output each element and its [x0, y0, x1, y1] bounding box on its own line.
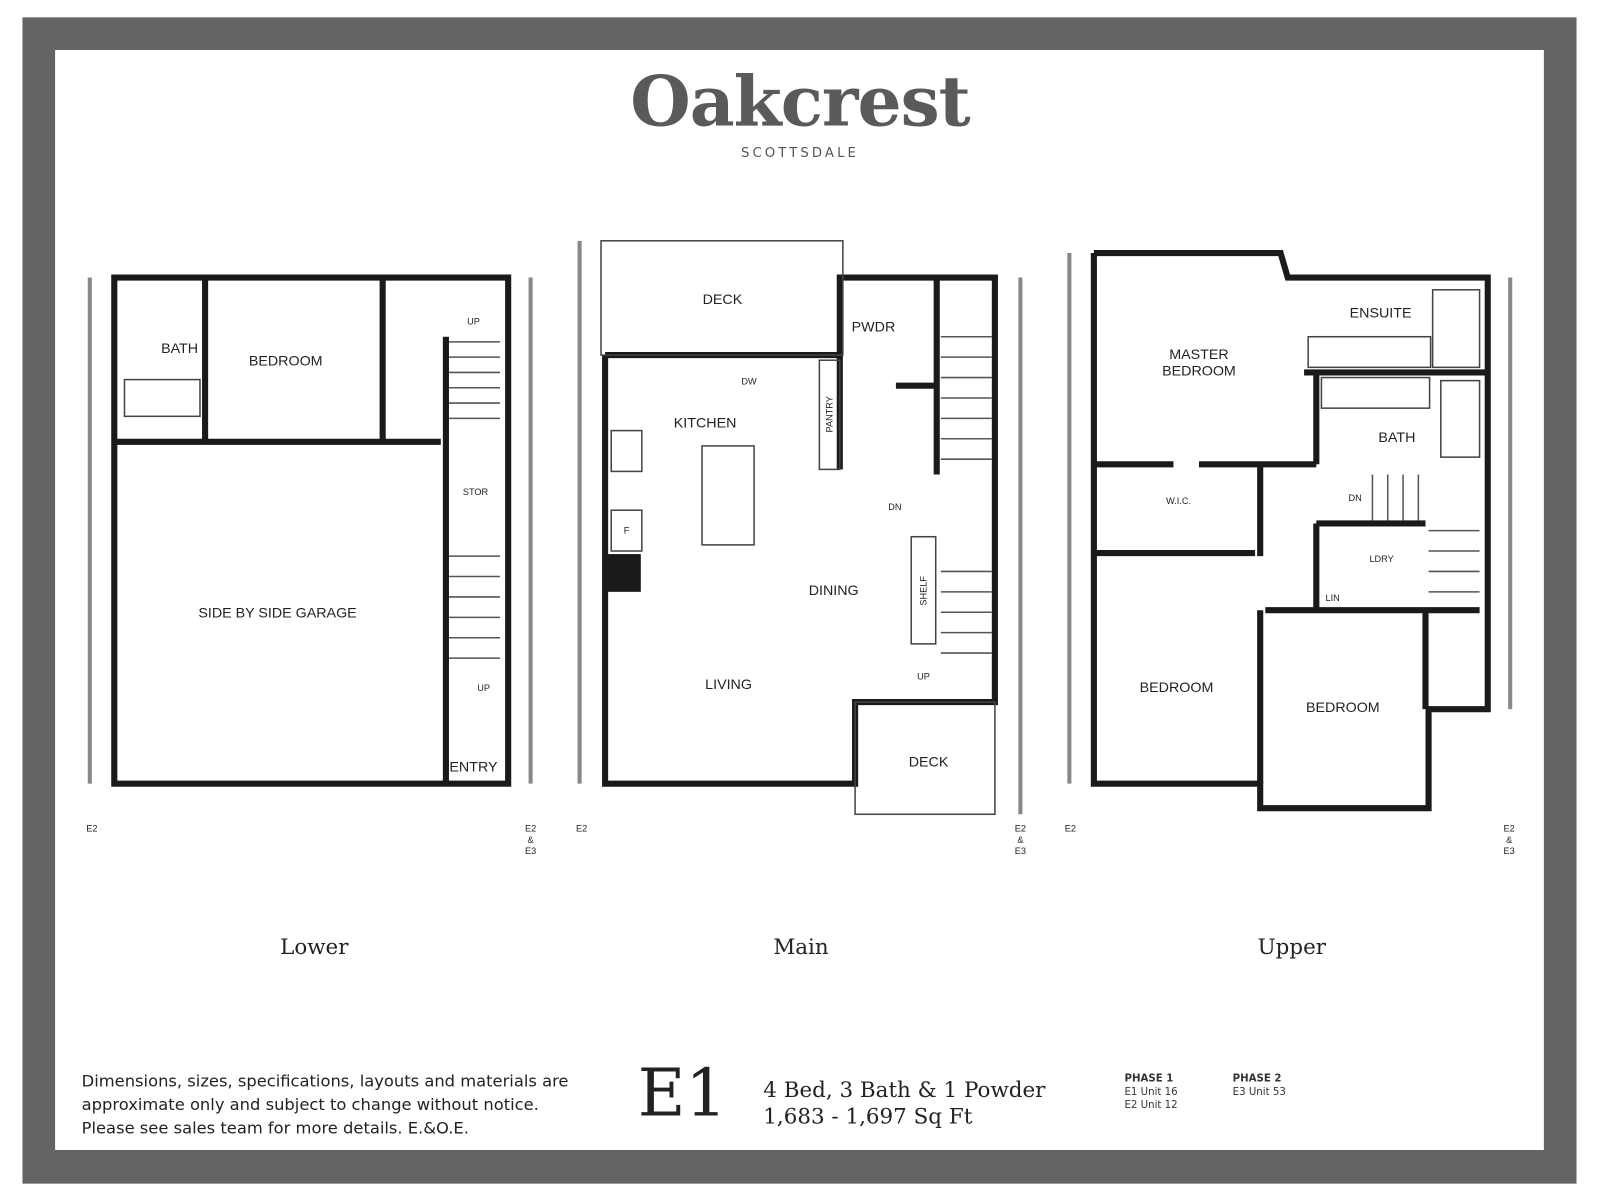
fireplace [607, 554, 641, 592]
label-entry: ENTRY [449, 759, 498, 775]
label-bedroom-2: BEDROOM [1306, 700, 1380, 716]
label-ensuite: ENSUITE [1350, 305, 1412, 321]
svg-text:E3: E3 [1015, 846, 1026, 856]
label-fridge: F [624, 526, 630, 536]
upper-plan-walls [1090, 249, 1491, 812]
label-deck-bottom: DECK [909, 754, 949, 770]
svg-text:E3: E3 [525, 846, 536, 856]
label-pwdr: PWDR [852, 320, 896, 336]
unit-beds: 4 Bed, 3 Bath & 1 Powder [763, 1077, 1046, 1103]
sheet-paper [55, 49, 1544, 1150]
main-plan-walls [602, 274, 998, 787]
phase-1: PHASE 1 E1 Unit 16 E2 Unit 12 [1124, 1073, 1178, 1112]
brand-logo: Oakcrest [630, 61, 970, 143]
label-pantry: PANTRY [825, 396, 835, 432]
label-dn: DN [888, 502, 901, 512]
unit-sqft: 1,683 - 1,697 Sq Ft [763, 1104, 973, 1129]
label-kitchen: KITCHEN [674, 416, 737, 432]
elevation-markers: E2 E2 & E3 E2 E2 & E3 E2 E2 & E3 [86, 824, 1515, 856]
svg-text:&: & [1506, 835, 1512, 845]
label-lower-bedroom: BEDROOM [249, 353, 323, 369]
unit-specs: 4 Bed, 3 Bath & 1 Powder 1,683 - 1,697 S… [763, 1077, 1045, 1130]
label-bedroom-1: BEDROOM [1140, 680, 1214, 696]
label-dw: DW [741, 377, 757, 387]
label-deck-top: DECK [703, 292, 743, 308]
label-up: UP [477, 683, 490, 693]
label-master-bedroom: BEDROOM [1162, 364, 1236, 380]
label-upper-bath: BATH [1378, 430, 1415, 446]
label-living: LIVING [705, 677, 752, 693]
label-up: UP [467, 316, 480, 326]
disclaimer: Dimensions, sizes, specifications, layou… [81, 1071, 569, 1138]
lower-plan-walls [111, 274, 512, 787]
svg-text:E2: E2 [1015, 824, 1026, 834]
svg-text:&: & [528, 835, 534, 845]
level-label-lower: Lower [280, 934, 349, 960]
label-up: UP [917, 672, 930, 682]
svg-text:E2: E2 [576, 824, 587, 834]
svg-text:E3: E3 [1504, 846, 1515, 856]
level-label-main: Main [773, 934, 829, 960]
stairs [448, 335, 1480, 659]
unit-name: E1 [637, 1056, 727, 1132]
label-dn: DN [1348, 493, 1361, 503]
brand-location: SCOTTSDALE [741, 145, 859, 162]
label-lin: LIN [1326, 593, 1340, 603]
svg-text:E2: E2 [1504, 824, 1515, 834]
svg-text:E2: E2 [1065, 824, 1076, 834]
label-lower-bath: BATH [161, 341, 198, 357]
label-stor: STOR [463, 487, 489, 497]
svg-text:E2: E2 [525, 824, 536, 834]
label-master: MASTER [1169, 347, 1228, 363]
label-garage: SIDE BY SIDE GARAGE [198, 605, 356, 621]
level-label-upper: Upper [1257, 934, 1327, 960]
svg-text:E2: E2 [86, 824, 97, 834]
phase-2: PHASE 2 E3 Unit 53 [1232, 1073, 1286, 1098]
label-ldry: LDRY [1369, 554, 1393, 564]
label-shelf: SHELF [919, 576, 929, 606]
label-dining: DINING [809, 583, 859, 599]
label-wic: W.I.C. [1166, 496, 1191, 506]
svg-text:&: & [1017, 835, 1023, 845]
